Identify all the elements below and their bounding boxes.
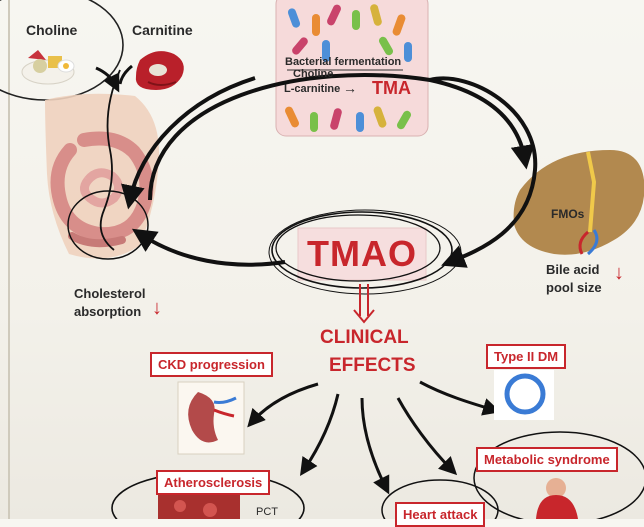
bacterial-title: Bacterial fermentation <box>285 56 402 68</box>
loop-arrow-left-down <box>121 76 256 210</box>
person-icon <box>536 478 578 519</box>
loop-arrow-top-right <box>148 73 535 201</box>
liver-icon <box>513 150 644 256</box>
bile-acid-line2: pool size <box>546 280 602 295</box>
double-down-arrow <box>353 284 375 324</box>
gut-circle-annotation <box>67 190 149 260</box>
loop-arrow-right-down <box>429 76 538 268</box>
atherosclerosis-box: Atherosclerosis <box>156 470 271 495</box>
bile-acid-down-arrow: ↓ <box>614 262 624 284</box>
ring-icon <box>494 370 554 420</box>
intestine-icon <box>45 93 160 259</box>
cholesterol-line2: absorption <box>74 304 142 319</box>
clinical-label-line1: CLINICAL <box>320 327 409 348</box>
food-plate-icon <box>21 50 75 85</box>
meat-steak-icon <box>135 51 184 90</box>
loop-arrow-bottom-left <box>131 228 286 267</box>
artery-icon <box>158 494 240 519</box>
carnitine-label: Carnitine <box>132 22 193 38</box>
ckd-progression-box: CKD progression <box>150 352 273 377</box>
heart-attack-box: Heart attack <box>395 502 486 527</box>
cholesterol-down-arrow: ↓ <box>152 297 162 319</box>
bacterial-carnitine: L-carnitine <box>284 83 341 95</box>
tmao-ellipse-1 <box>271 211 453 289</box>
tmao-box <box>297 227 427 281</box>
choline-circle-annotation <box>0 0 124 101</box>
partial-label: PCT <box>256 506 278 518</box>
type2-dm-box: Type II DM <box>486 344 567 369</box>
clinical-label-line2: EFFECTS <box>329 355 416 376</box>
cholesterol-line1: Cholesterol <box>74 286 146 301</box>
tmao-label: TMAO <box>307 233 417 274</box>
tma-label: TMA <box>372 78 411 98</box>
bacterial-arrow: → <box>343 80 357 96</box>
bacterial-box <box>275 0 429 137</box>
gut-squiggle-annotation <box>99 69 121 251</box>
kidney-icon <box>177 381 245 455</box>
bacterial-choline: Choline <box>293 68 334 80</box>
fmos-label: FMOs <box>551 207 585 221</box>
choline-label: Choline <box>26 22 78 38</box>
bile-acid-line1: Bile acid <box>546 262 600 277</box>
metabolic-syndrome-box: Metabolic syndrome <box>476 447 618 472</box>
